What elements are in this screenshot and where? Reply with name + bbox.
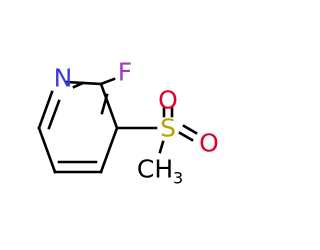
bond-s-ch3 bbox=[158, 140, 165, 154]
atom-oxygen-top: O bbox=[158, 86, 178, 115]
bond-c2-c3-inner bbox=[100, 93, 109, 115]
bond-s-o-right-2 bbox=[182, 124, 198, 135]
bond-c2-c3 bbox=[99, 82, 119, 130]
atom-sulfur: S bbox=[160, 114, 176, 143]
bond-n-c2-main bbox=[65, 80, 103, 86]
bond-c6-n-inner bbox=[47, 99, 61, 130]
bond-s-o-right-1 bbox=[178, 131, 194, 142]
pyridine-ring bbox=[37, 80, 119, 174]
atom-methyl: CH bbox=[137, 155, 173, 184]
atom-nitrogen: N bbox=[54, 64, 73, 93]
bond-c2-f bbox=[99, 77, 116, 86]
bond-c5-c6 bbox=[37, 126, 57, 174]
chemical-structure: F N S O O CH 3 bbox=[37, 58, 219, 188]
bond-c6-n bbox=[37, 90, 54, 130]
atom-fluorine: F bbox=[118, 58, 132, 87]
atom-methyl-subscript: 3 bbox=[173, 169, 183, 188]
atom-oxygen-right: O bbox=[199, 129, 219, 158]
bond-c3-c4 bbox=[99, 126, 119, 174]
